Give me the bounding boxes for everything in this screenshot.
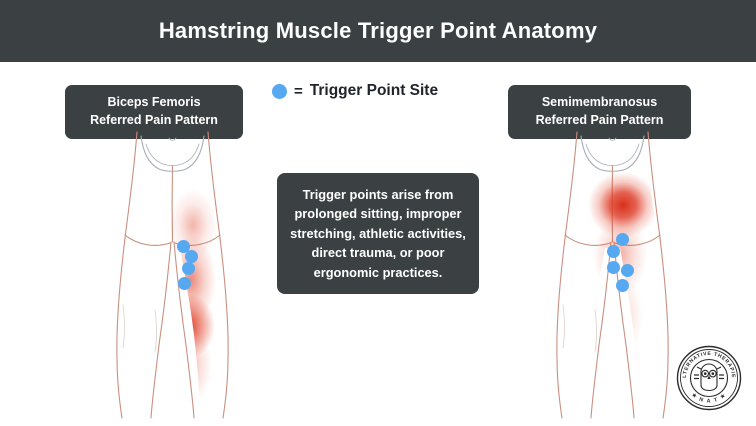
trigger-point-dot[interactable] — [184, 249, 198, 263]
right-body-figure — [525, 130, 715, 420]
legend-equals-sign: = — [294, 82, 303, 100]
trigger-point-dot[interactable] — [177, 276, 191, 290]
left-figure-label: Biceps Femoris Referred Pain Pattern — [65, 85, 243, 139]
page-title: Hamstring Muscle Trigger Point Anatomy — [158, 18, 598, 43]
legend: = Trigger Point Site — [272, 82, 438, 100]
left-label-line-1: Biceps Femoris — [107, 95, 201, 109]
legend-label: Trigger Point Site — [309, 82, 439, 99]
trigger-point-dot[interactable] — [606, 260, 620, 274]
right-figure-label: Semimembranosus Referred Pain Pattern — [508, 85, 691, 139]
trigger-point-dot[interactable] — [615, 232, 629, 246]
right-label-line-1: Semimembranosus — [541, 95, 658, 109]
trigger-point-dot[interactable] — [615, 278, 629, 292]
nat-alternative-therapies-logo: ALTERNATIVE THERAPIES ★ N A T ★ — [676, 345, 742, 411]
header-bar: Hamstring Muscle Trigger Point Anatomy — [0, 0, 756, 62]
left-label-line-2: Referred Pain Pattern — [90, 112, 218, 127]
trigger-point-dot[interactable] — [181, 261, 195, 275]
right-label-line-2: Referred Pain Pattern — [535, 112, 664, 127]
trigger-point-dot[interactable] — [606, 244, 620, 258]
trigger-point-dot[interactable] — [620, 263, 634, 277]
referred-pain-pattern — [163, 189, 217, 405]
owl-icon: ALTERNATIVE THERAPIES ★ N A T ★ — [676, 345, 742, 411]
blue-dot-icon — [272, 83, 287, 99]
info-box: Trigger points arise from prolonged sitt… — [277, 173, 479, 295]
right-body-diagram — [556, 131, 669, 419]
trigger-point-dot[interactable] — [176, 239, 190, 253]
left-body-figure — [85, 130, 275, 420]
left-body-diagram — [116, 131, 229, 419]
